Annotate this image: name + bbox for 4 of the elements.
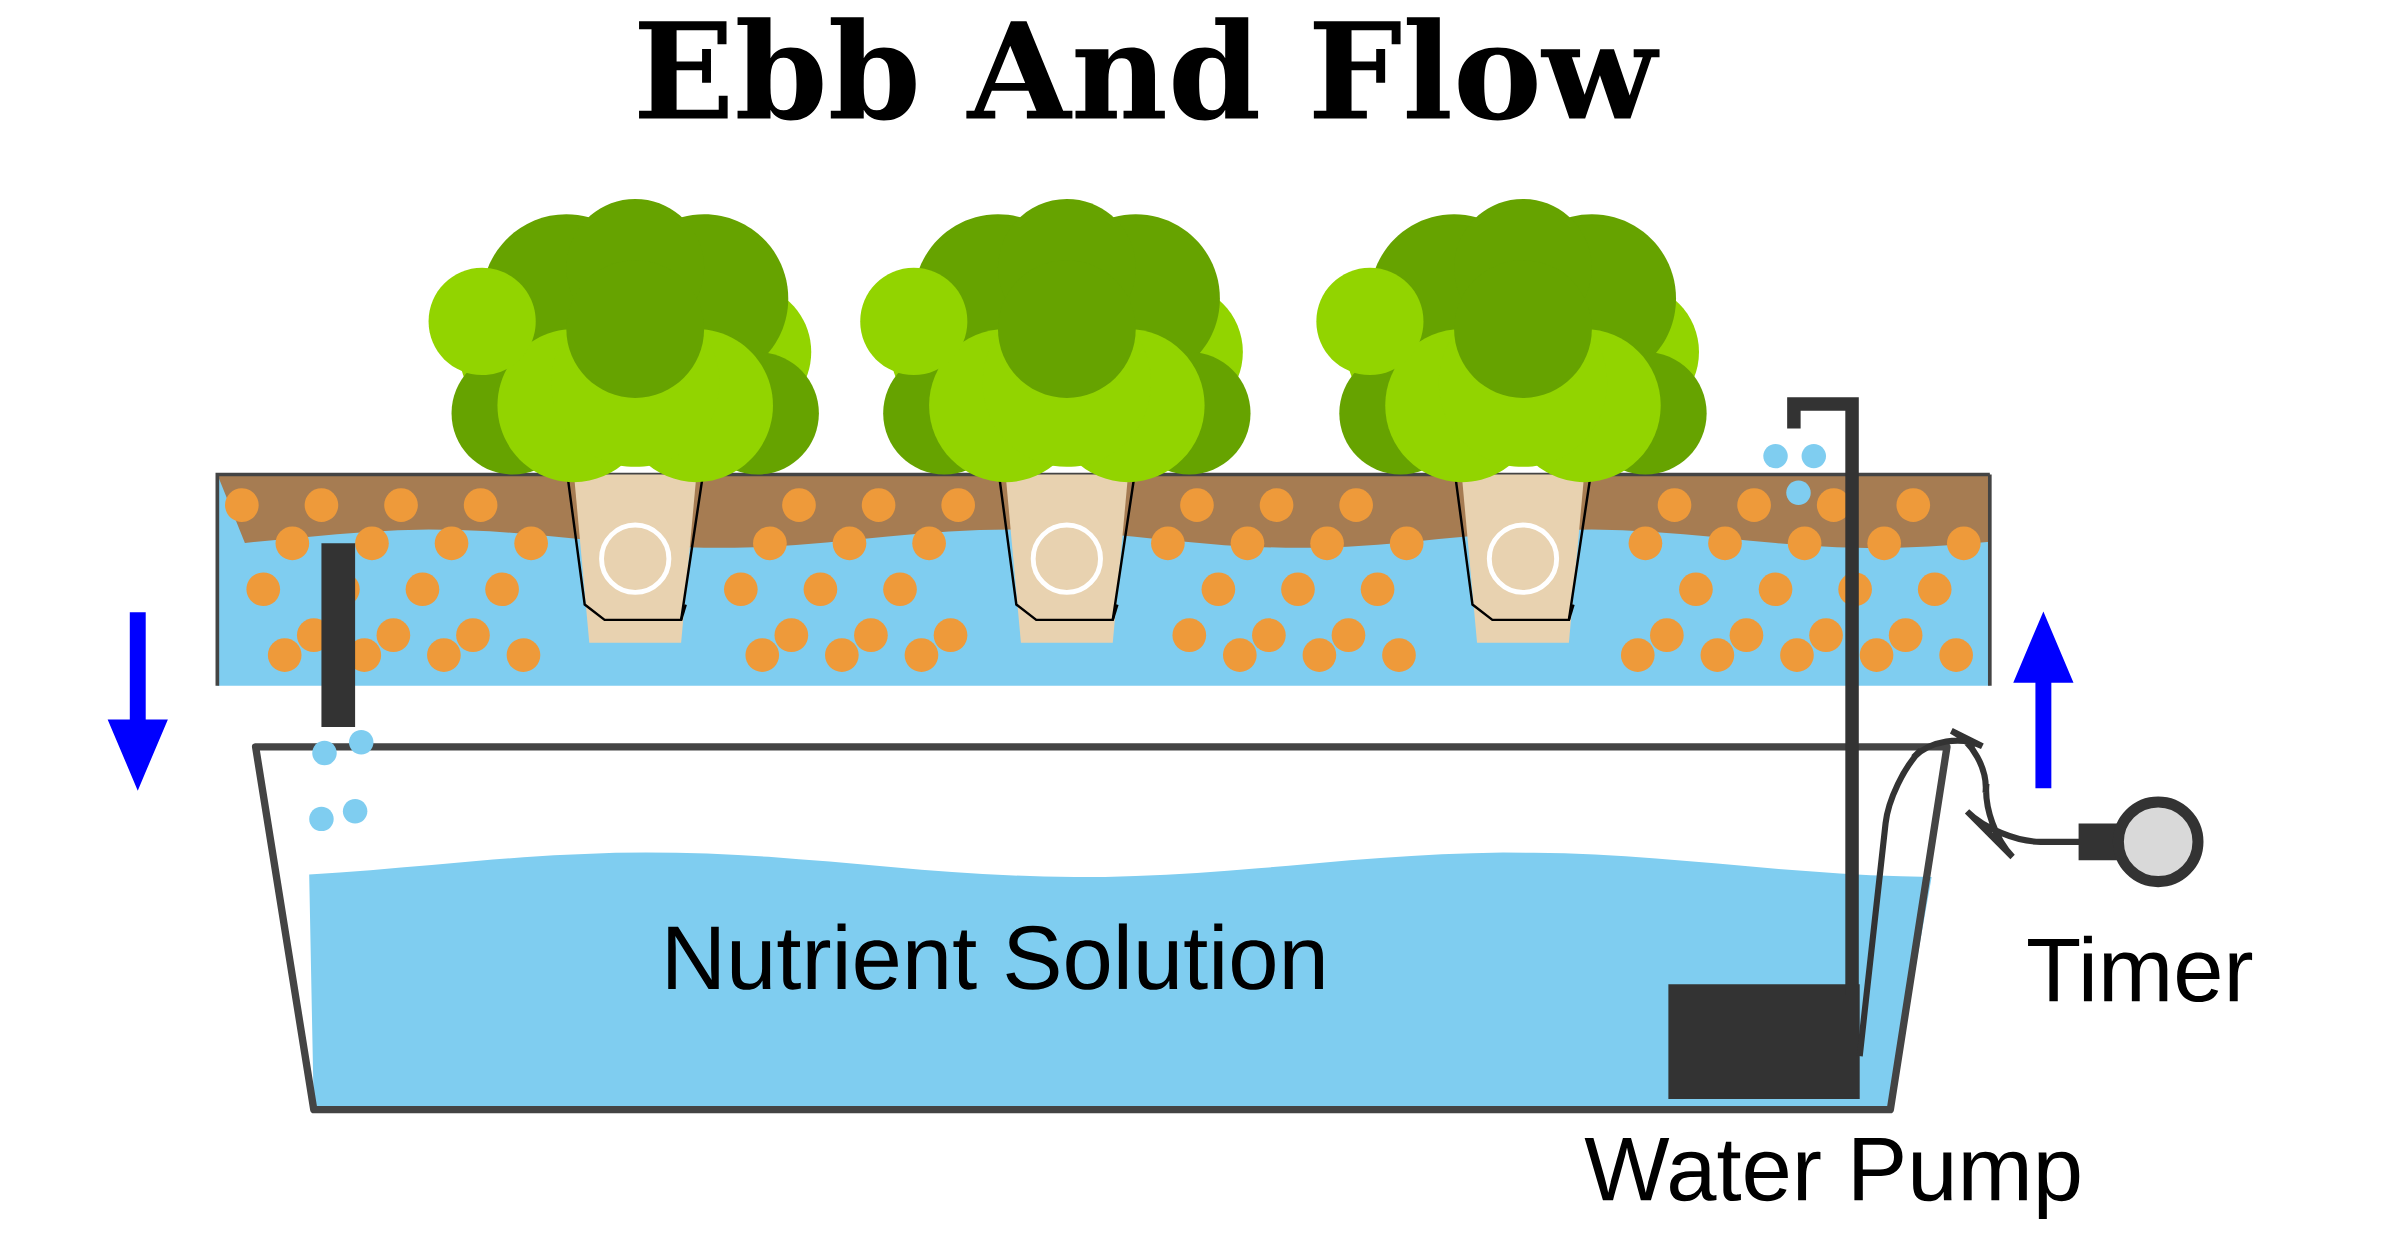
tank-label: Nutrient Solution — [668, 923, 1323, 990]
timer-label: Timer — [2028, 935, 2253, 1003]
pump-label: Water Pump — [1584, 1138, 2080, 1220]
title: Ebb And Flow — [639, 17, 1660, 121]
